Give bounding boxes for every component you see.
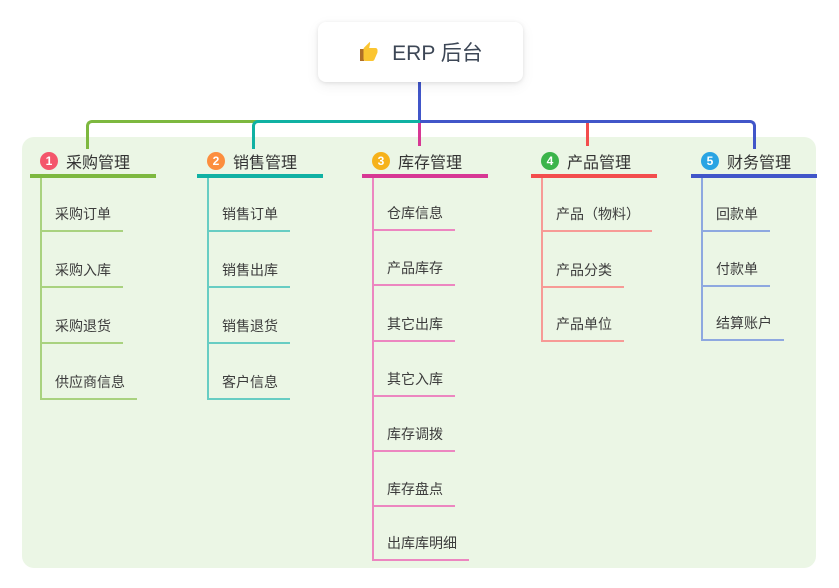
leaf-node[interactable]: 销售出库 xyxy=(207,261,290,288)
leaf-node[interactable]: 客户信息 xyxy=(207,373,290,400)
leaf-node[interactable]: 销售退货 xyxy=(207,317,290,344)
branch-header-inventory[interactable]: 3 库存管理 xyxy=(362,148,488,178)
branch-header-finance[interactable]: 5 财务管理 xyxy=(691,148,817,178)
branch-number-badge: 1 xyxy=(40,152,58,170)
branch-spine xyxy=(701,178,703,341)
branch-label: 采购管理 xyxy=(66,155,131,172)
branch-spine xyxy=(541,178,543,342)
leaf-node[interactable]: 回款单 xyxy=(701,205,770,232)
branch-label: 库存管理 xyxy=(398,155,463,172)
branches-panel xyxy=(22,137,816,568)
leaf-node[interactable]: 其它入库 xyxy=(372,370,455,397)
branch-spine xyxy=(207,178,209,400)
leaf-node[interactable]: 采购订单 xyxy=(40,205,123,232)
leaf-node[interactable]: 仓库信息 xyxy=(372,204,455,231)
branch-header-purchase[interactable]: 1 采购管理 xyxy=(30,148,156,178)
leaf-node[interactable]: 其它出库 xyxy=(372,315,455,342)
leaf-node[interactable]: 产品分类 xyxy=(541,261,624,288)
branch-header-product[interactable]: 4 产品管理 xyxy=(531,148,657,178)
leaf-node[interactable]: 产品库存 xyxy=(372,259,455,286)
leaf-node[interactable]: 采购退货 xyxy=(40,317,123,344)
branch-spine xyxy=(372,178,374,561)
branch-number-badge: 2 xyxy=(207,152,225,170)
thumbs-up-icon xyxy=(360,41,378,61)
leaf-node[interactable]: 产品单位 xyxy=(541,315,624,342)
leaf-node[interactable]: 库存盘点 xyxy=(372,480,455,507)
branch3-connector-line xyxy=(418,123,421,146)
leaf-node[interactable]: 产品（物料） xyxy=(541,205,652,232)
leaf-node[interactable]: 销售订单 xyxy=(207,205,290,232)
root-connector-line xyxy=(418,82,421,120)
leaf-node[interactable]: 采购入库 xyxy=(40,261,123,288)
branch-header-sales[interactable]: 2 销售管理 xyxy=(197,148,323,178)
branch-label: 销售管理 xyxy=(233,155,298,172)
branch-spine xyxy=(40,178,42,400)
branch-number-badge: 3 xyxy=(372,152,390,170)
branch-number-badge: 5 xyxy=(701,152,719,170)
branch-number-badge: 4 xyxy=(541,152,559,170)
root-node[interactable]: ERP 后台 xyxy=(318,22,523,82)
leaf-node[interactable]: 付款单 xyxy=(701,260,770,287)
branch2-connector-line xyxy=(252,120,423,149)
branch4-connector-line xyxy=(586,123,589,146)
leaf-node[interactable]: 出库库明细 xyxy=(372,534,469,561)
branch-label: 产品管理 xyxy=(567,155,632,172)
branch-label: 财务管理 xyxy=(727,155,792,172)
leaf-node[interactable]: 库存调拨 xyxy=(372,425,455,452)
leaf-node[interactable]: 供应商信息 xyxy=(40,373,137,400)
branch5-connector-line xyxy=(420,120,756,149)
leaf-node[interactable]: 结算账户 xyxy=(701,314,784,341)
root-label: ERP 后台 xyxy=(392,42,483,65)
